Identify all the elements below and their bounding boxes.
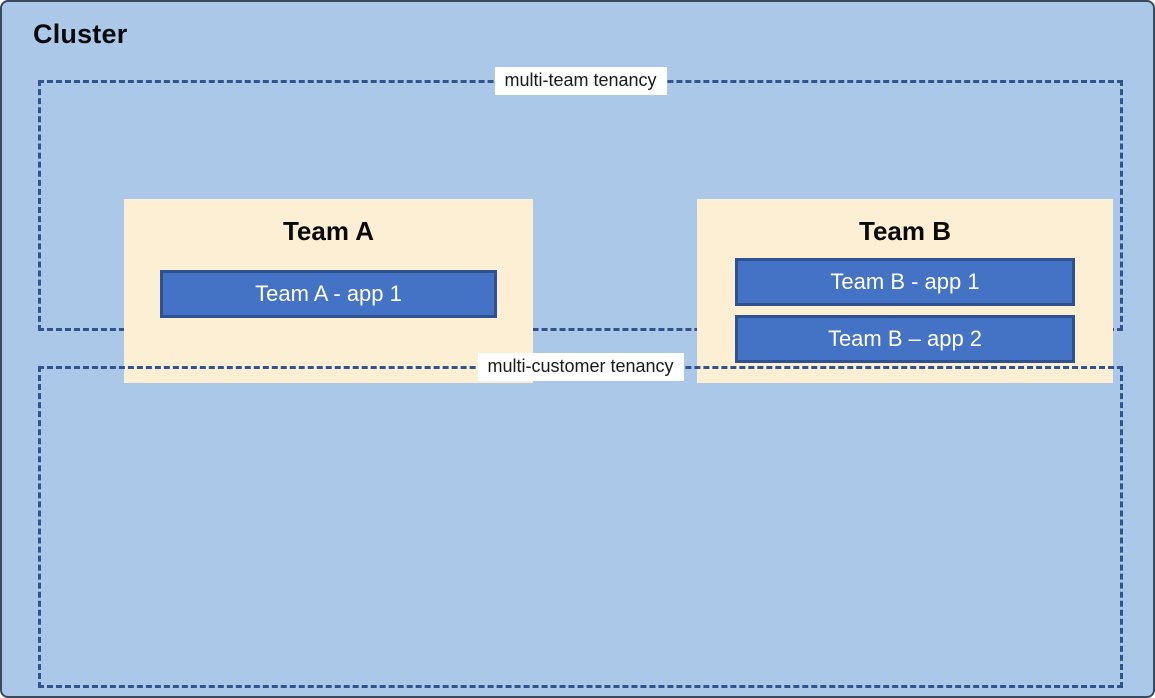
app-box-team-a-app-1[interactable]: Team A - app 1: [160, 270, 497, 318]
tenancy-label-multi-team: multi-team tenancy: [494, 67, 667, 95]
tenancy-group-multi-customer: multi-customer tenancy Team C Team C – a…: [38, 353, 1123, 688]
cluster-title: Cluster: [33, 19, 128, 49]
tenancy-group-multi-team: multi-team tenancy Team A Team A - app 1…: [38, 67, 1123, 383]
team-title-team-b: Team B: [859, 216, 951, 246]
app-list-team-a: Team A - app 1: [160, 270, 497, 318]
tenancy-label-multi-customer: multi-customer tenancy: [477, 353, 684, 381]
app-box-team-b-app-2[interactable]: Team B – app 2: [735, 315, 1075, 363]
team-panel-team-a: Team A Team A - app 1: [124, 199, 533, 383]
team-title-team-a: Team A: [282, 216, 375, 246]
team-panel-team-b: Team B Team B - app 1 Team B – app 2: [697, 199, 1113, 383]
app-list-team-b: Team B - app 1 Team B – app 2: [735, 258, 1075, 363]
app-box-team-b-app-1[interactable]: Team B - app 1: [735, 258, 1075, 306]
